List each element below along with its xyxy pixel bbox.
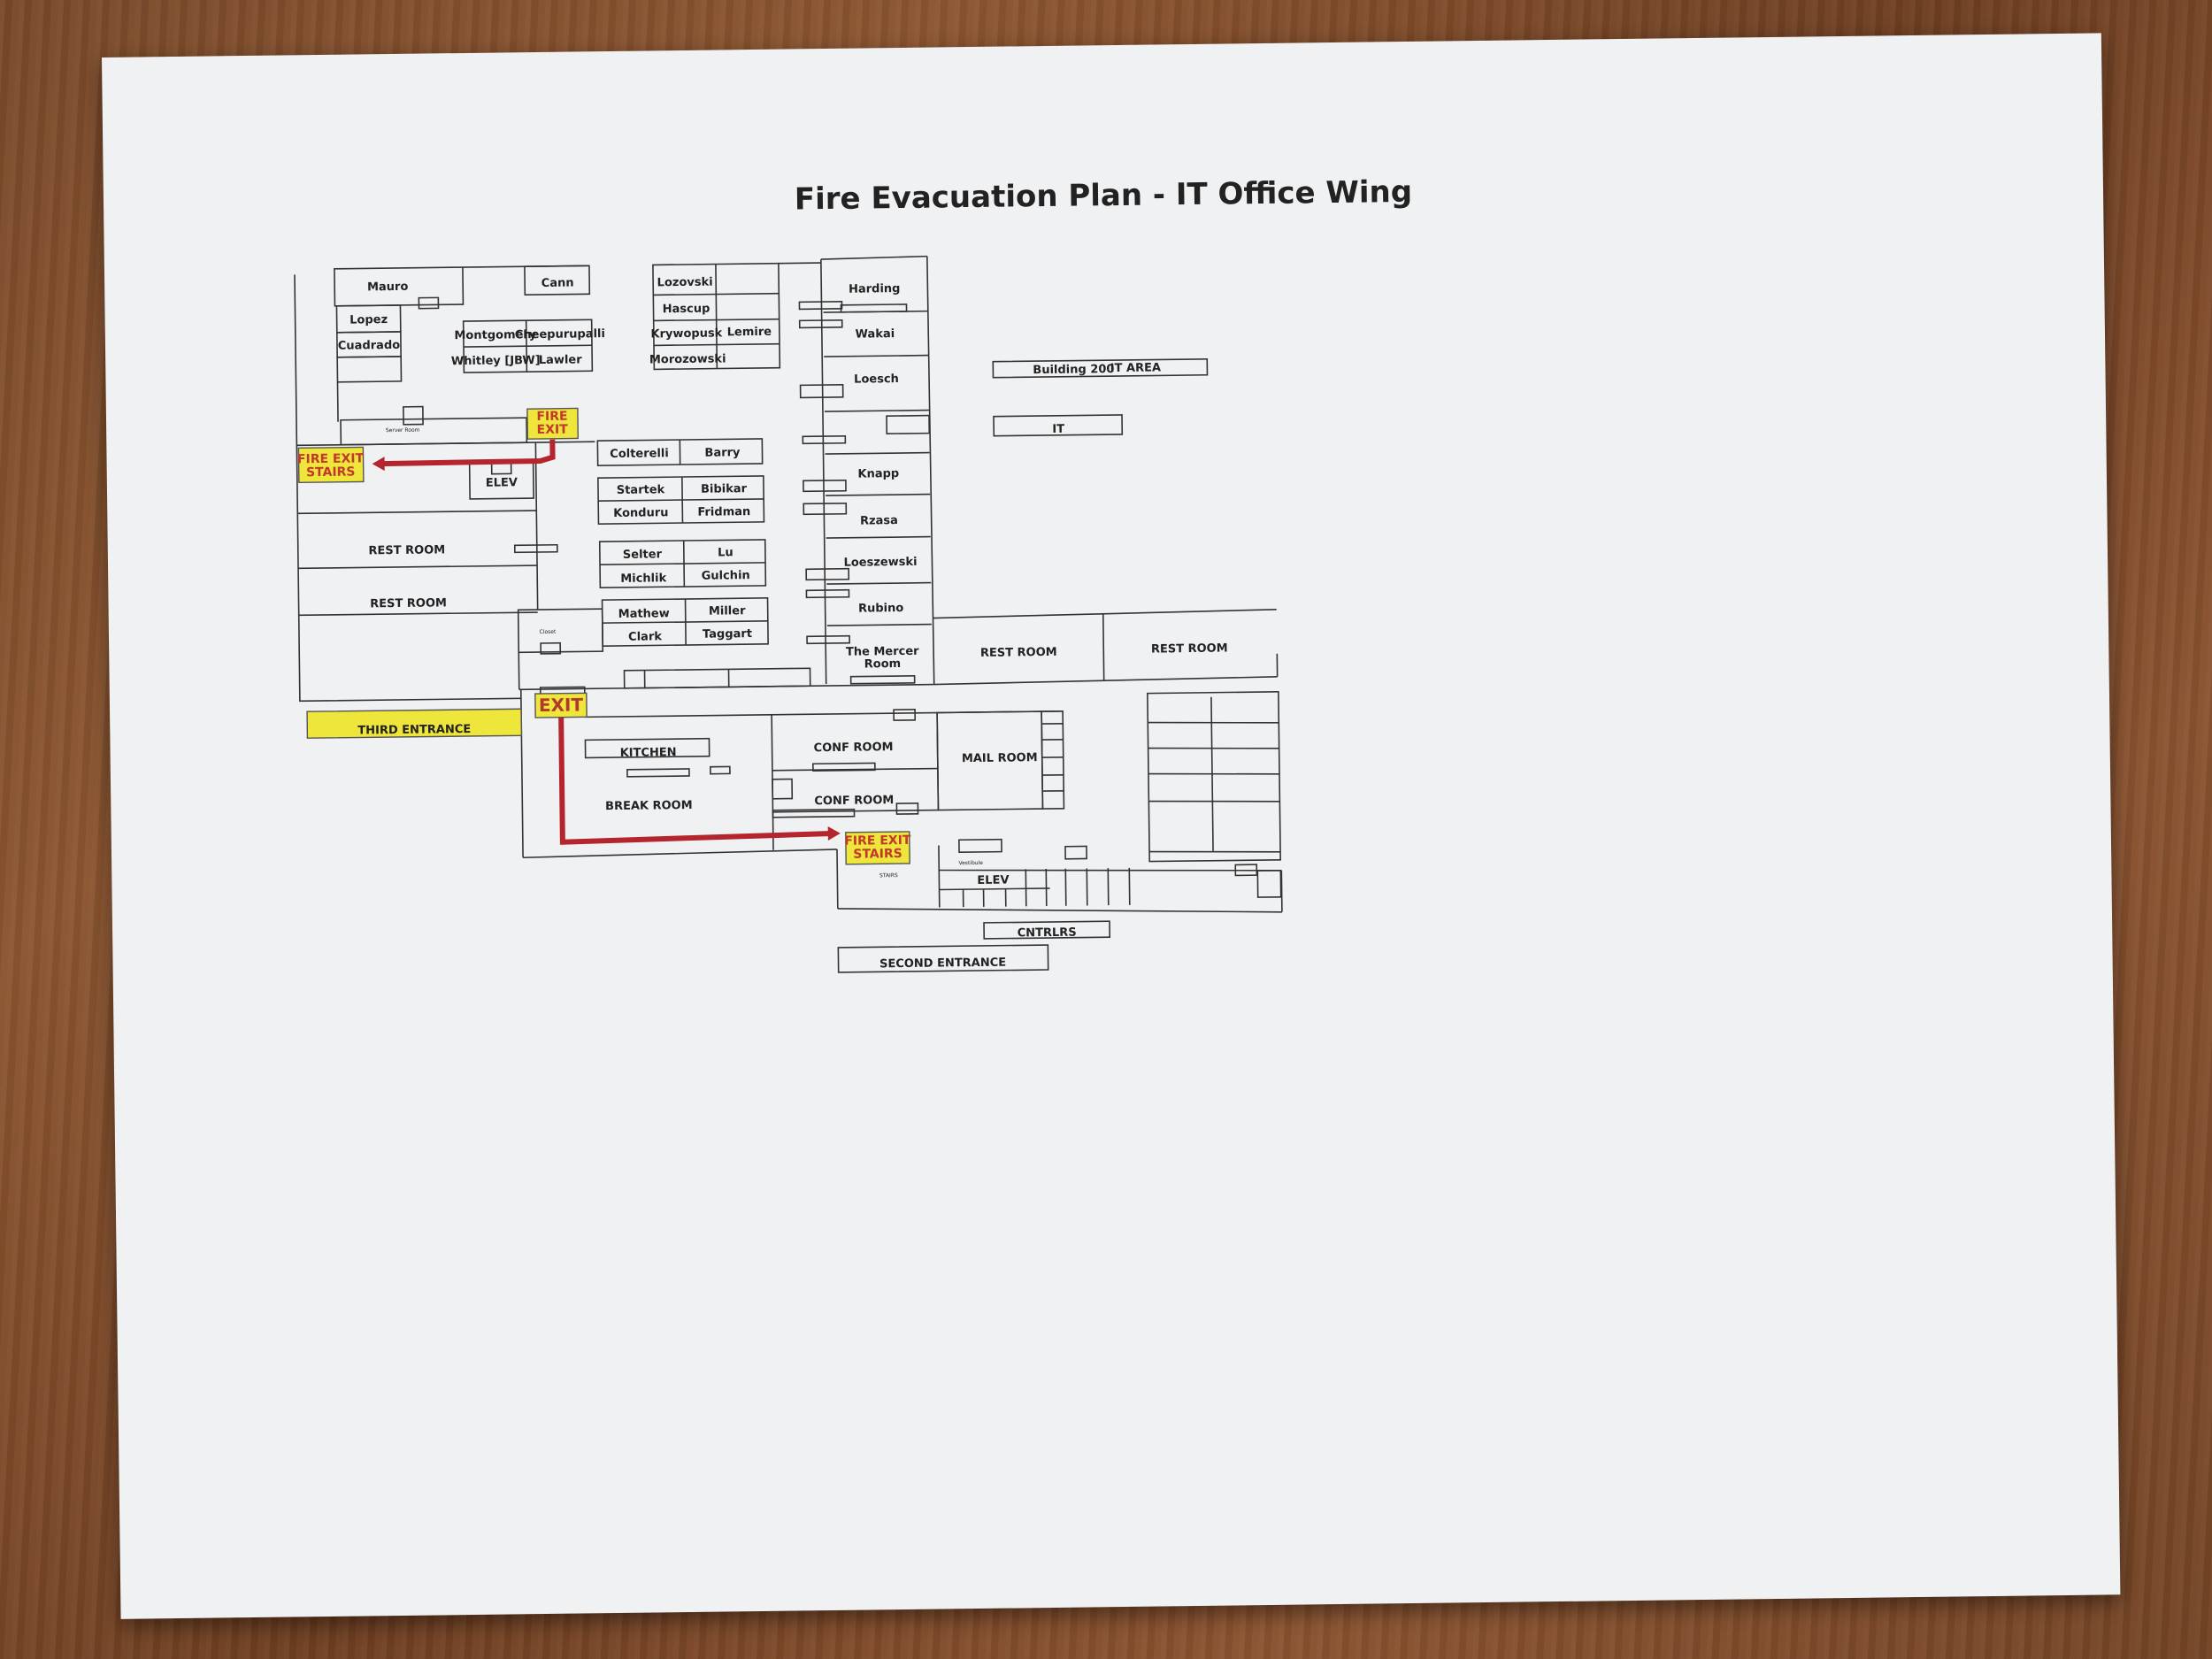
- closet-label: Closet: [540, 629, 557, 635]
- floor-plan-map: FIRE EXIT FIRE EXIT STAIRS EXIT THIRD EN…: [294, 255, 1283, 973]
- office-lozovski: Lozovski: [657, 276, 713, 290]
- office-mercer-line1: The Mercer: [846, 645, 919, 659]
- evacuation-route-arrow-upper: [380, 439, 556, 467]
- exit-label: EXIT: [539, 694, 584, 716]
- mail-room-label: MAIL ROOM: [962, 751, 1038, 765]
- office-krywopusk: Krywopusk: [650, 326, 722, 341]
- rest-room-label-4: REST ROOM: [1151, 642, 1228, 657]
- office-lu: Lu: [718, 546, 733, 559]
- fire-exit-label-1: FIRE: [536, 410, 567, 424]
- office-bibikar: Bibikar: [701, 482, 748, 496]
- building-200-label: Building 200: [1033, 363, 1114, 377]
- fire-exit-stairs-lower-label-1: FIRE EXIT: [844, 833, 911, 849]
- kitchen-label: KITCHEN: [620, 746, 677, 760]
- third-entrance-label: THIRD ENTRANCE: [357, 723, 471, 738]
- fire-exit-label-2: EXIT: [537, 423, 569, 437]
- office-wakai: Wakai: [856, 327, 895, 342]
- fire-exit-stairs-left-label-2: STAIRS: [306, 465, 356, 480]
- office-konduru: Konduru: [613, 506, 668, 520]
- office-whitley: Whitley [JBW]: [451, 354, 541, 368]
- third-entrance-marker: [306, 708, 523, 739]
- office-taggart: Taggart: [703, 627, 752, 641]
- lower-area-walls: [519, 689, 1283, 973]
- conf-room-label-2: CONF ROOM: [814, 794, 894, 808]
- office-hascup: Hascup: [663, 303, 710, 317]
- second-entrance-label: SECOND ENTRANCE: [879, 956, 1006, 972]
- office-lemire: Lemire: [727, 326, 772, 340]
- fire-exit-stairs-lower-label-2: STAIRS: [853, 847, 902, 862]
- office-clark: Clark: [628, 630, 662, 643]
- elev-label-lower: ELEV: [977, 874, 1009, 887]
- fire-exit-stairs-left-marker: [297, 446, 365, 484]
- office-rzasa: Rzasa: [860, 514, 898, 528]
- it-area-label: IT AREA: [1110, 361, 1161, 375]
- office-miller: Miller: [709, 604, 746, 618]
- evacuation-route-arrow-lower: [558, 717, 832, 845]
- office-knapp: Knapp: [857, 467, 899, 481]
- office-loeszewski: Loeszewski: [843, 556, 917, 570]
- office-startek: Startek: [617, 483, 665, 497]
- office-cuadrado: Cuadrado: [338, 339, 401, 353]
- fire-exit-stairs-left-label-1: FIRE EXIT: [297, 451, 365, 466]
- office-harding: Harding: [849, 282, 901, 296]
- office-rubino: Rubino: [858, 602, 903, 616]
- office-cann: Cann: [541, 277, 574, 290]
- office-loesch: Loesch: [854, 373, 899, 387]
- right-office-column-walls: [798, 255, 935, 685]
- rest-room-label-1: REST ROOM: [368, 543, 445, 557]
- server-room-label: Server Room: [386, 427, 420, 434]
- office-morozowski: Morozowski: [649, 352, 726, 366]
- office-lopez: Lopez: [349, 313, 388, 327]
- fire-exit-marker: [526, 407, 580, 440]
- office-cheepurupalli: Cheepurupalli: [515, 327, 605, 342]
- office-lawler: Lawler: [539, 353, 583, 367]
- office-gulchin: Gulchin: [702, 569, 750, 583]
- arrow-head-right: [827, 826, 841, 841]
- office-michlik: Michlik: [620, 572, 666, 586]
- evacuation-plan-sheet: Fire Evacuation Plan - IT Office Wing: [102, 33, 2121, 1619]
- it-label: IT: [1052, 423, 1064, 436]
- left-wing-walls: [294, 265, 604, 703]
- office-labels: Mauro Cann Lopez Cuadrado Montgomery Che…: [338, 276, 919, 672]
- office-mauro: Mauro: [367, 280, 409, 295]
- room-labels: REST ROOM REST ROOM REST ROOM REST ROOM …: [368, 361, 1228, 972]
- stairs-label: STAIRS: [879, 872, 898, 879]
- office-mathew: Mathew: [618, 607, 670, 621]
- vestibule-label: Vestibule: [958, 860, 983, 866]
- rest-room-label-2: REST ROOM: [370, 596, 447, 611]
- rest-room-label-3: REST ROOM: [980, 646, 1057, 660]
- conf-room-label-1: CONF ROOM: [814, 741, 894, 755]
- elev-label-upper: ELEV: [486, 476, 518, 489]
- office-barry: Barry: [704, 446, 741, 459]
- office-colterelli: Colterelli: [610, 447, 669, 461]
- cntrlrs-label: CNTRLRS: [1018, 926, 1077, 941]
- right-wing-walls: [933, 357, 1279, 686]
- office-mercer-line2: Room: [864, 657, 902, 672]
- break-room-label: BREAK ROOM: [605, 799, 693, 813]
- office-selter: Selter: [623, 548, 663, 562]
- fire-exit-stairs-lower-marker: [845, 831, 910, 865]
- office-montgomery: Montgomery: [454, 328, 537, 342]
- arrow-head-left: [372, 457, 385, 472]
- center-office-walls: [518, 259, 934, 695]
- office-fridman: Fridman: [697, 505, 750, 519]
